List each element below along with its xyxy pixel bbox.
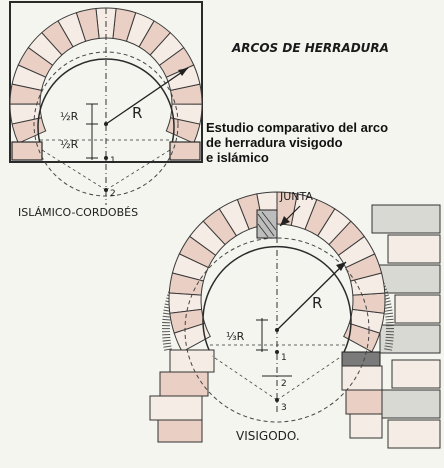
wall-block-1: [387, 234, 441, 264]
islamic-radius-line: [105, 67, 189, 125]
wall-block-4: [379, 324, 441, 354]
visigoth-center-point: [275, 328, 279, 332]
islamic-alfiz-frame: [9, 1, 203, 163]
pillar-stone-1: [159, 371, 209, 397]
visigoth-chord-right: [276, 355, 343, 401]
islamic-offset-label-1: ½R: [60, 110, 79, 123]
visigoth-radius-line: [276, 261, 347, 331]
visigoth-chord-left: [211, 355, 278, 401]
islamic-center-point: [104, 122, 108, 126]
visigoth-point-1-label: 1: [281, 353, 287, 363]
visigoth-point-3-label: 3: [281, 403, 287, 413]
visigoth-wall-masonry: [371, 204, 441, 449]
comparative-caption: Estudio comparativo del arco de herradur…: [206, 120, 406, 165]
visigoth-joint-hatch-1: [257, 213, 275, 237]
visigoth-arch-figure: JUNTA R ⅓R 1 2 3 VISIGODO.: [149, 190, 441, 449]
visigoth-point-1: [275, 350, 279, 354]
islamic-voussoir-ring: [9, 7, 203, 144]
caption-line-2: de herradura visigodo: [206, 135, 343, 150]
islamic-arch-figure: R ½R ½R 1 2 ISLÁMICO-CORDOBÉS: [9, 1, 203, 219]
wall-block-0: [371, 204, 441, 234]
visigoth-joint-label: JUNTA: [279, 190, 313, 203]
islamic-chord-left: [41, 149, 107, 191]
islamic-caption-label: ISLÁMICO-CORDOBÉS: [18, 206, 138, 219]
visigoth-joint-hatch-2: [261, 211, 277, 231]
islamic-point-2: [104, 188, 108, 192]
islamic-chord-right: [105, 149, 171, 191]
visigoth-joint-block: [256, 209, 278, 239]
caption-line-3: e islámico: [206, 150, 269, 165]
pillar-stone-3: [157, 419, 203, 443]
wall-block-3: [394, 294, 441, 324]
pillar-stone-0: [169, 349, 215, 373]
wall-block-7: [387, 419, 441, 449]
wall-block-5: [391, 359, 441, 389]
visigoth-radius-arrow: [336, 262, 346, 271]
visigoth-impost-right: [341, 351, 381, 367]
pillar-stone-6: [349, 413, 383, 439]
pillar-stone-2: [149, 395, 203, 421]
visigoth-point-2-label: 2: [281, 379, 287, 389]
caption-line-1: Estudio comparativo del arco: [206, 120, 389, 135]
visigoth-point-3: [275, 398, 279, 402]
pillar-stone-4: [341, 365, 383, 391]
islamic-impost-left: [11, 141, 43, 161]
islamic-point-1: [104, 156, 108, 160]
visigoth-caption-label: VISIGODO.: [236, 429, 300, 443]
islamic-radius-arrow: [178, 68, 188, 76]
islamic-radius-label: R: [132, 104, 142, 122]
pillar-stone-5: [345, 389, 383, 415]
islamic-impost-right: [169, 141, 201, 161]
islamic-point-2-label: 2: [110, 189, 116, 199]
visigoth-left-pillar: [149, 349, 383, 443]
visigoth-voussoir-2: [351, 292, 386, 314]
islamic-point-1-label: 1: [110, 156, 116, 166]
visigoth-radius-label: R: [312, 294, 322, 312]
wall-block-6: [371, 389, 441, 419]
diagram-title: ARCOS DE HERRADURA: [231, 41, 389, 55]
islamic-offset-label-2: ½R: [60, 138, 79, 151]
visigoth-construction-circle: [184, 237, 370, 423]
visigoth-offset-label: ⅓R: [226, 330, 245, 343]
islamic-intrados-line: [37, 58, 175, 151]
visigoth-joint-arrowhead: [280, 216, 290, 226]
visigoth-joint-hatch-3: [257, 223, 269, 238]
visigoth-voussoir-ring: [168, 191, 386, 353]
